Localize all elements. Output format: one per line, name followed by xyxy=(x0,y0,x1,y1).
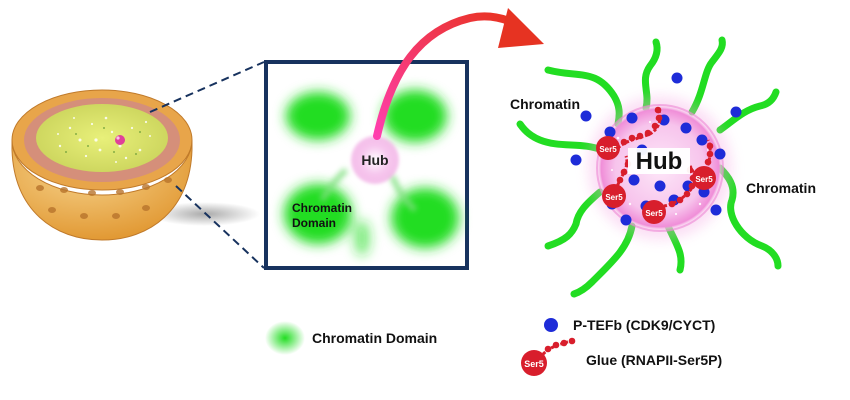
legend-chromatin-domain-label: Chromatin Domain xyxy=(312,330,438,346)
ptefb-dot xyxy=(671,72,683,84)
ptefb-dot xyxy=(730,106,742,118)
ptefb-dot xyxy=(570,154,582,166)
ptefb-dot xyxy=(654,180,666,192)
ptefb-dot xyxy=(680,122,692,134)
domain-top-right xyxy=(383,90,447,142)
ser5-label: Ser5 xyxy=(599,145,617,154)
ptefb-dot xyxy=(580,110,592,122)
zoom-line-top xyxy=(149,61,265,113)
legend-chromatin-domain-icon xyxy=(265,321,305,355)
domain-connectors xyxy=(319,167,418,213)
nucleus xyxy=(36,104,168,172)
ser5-label: Ser5 xyxy=(605,193,623,202)
ser5-label: Ser5 xyxy=(645,209,663,218)
ptefb-dot xyxy=(628,174,640,186)
zoom-lines xyxy=(149,61,265,269)
zoom-hub xyxy=(351,136,399,184)
chromatin-strand-left-lower xyxy=(544,188,604,250)
domain-bottom-left xyxy=(284,184,352,244)
zoom-panel: Hub Chromatin Domain xyxy=(264,60,469,270)
cytoplasm-vesicles xyxy=(36,177,172,219)
cell-illustration xyxy=(11,89,260,241)
chromatin-strand-right-upper xyxy=(716,88,780,134)
legend-glue-label: Glue (RNAPII-Ser5P) xyxy=(586,352,723,368)
zoom-hub-label: Hub xyxy=(361,152,388,168)
ptefb-dot xyxy=(696,134,708,146)
legend-ptefb-icon xyxy=(544,318,558,332)
hub-label-backing xyxy=(628,148,690,174)
domain-top-left xyxy=(286,92,350,140)
chromatin-label-right: Chromatin xyxy=(746,180,816,196)
zoom-domain-label: Chromatin Domain xyxy=(292,201,355,230)
hub-detail: Ser5 Ser5 Ser5 Ser5 Hub xyxy=(516,36,782,298)
glue-molecule: Ser5 xyxy=(692,139,716,190)
ptefb-dot xyxy=(626,112,638,124)
chromatin-strand-left-upper xyxy=(516,120,606,154)
nucleus-texture xyxy=(57,116,151,163)
ptefb-dot xyxy=(714,148,726,160)
legend-ptefb-label: P-TEFb (CDK9/CYCT) xyxy=(573,317,716,333)
legend-icons: Ser5 xyxy=(265,318,576,376)
chromatin-label-left: Chromatin xyxy=(510,96,580,112)
hub-label: Hub xyxy=(636,148,683,175)
zoom-line-bottom xyxy=(175,185,265,269)
chromatin-strand-right xyxy=(716,164,782,270)
legend-glue-icon: Ser5 xyxy=(521,337,576,376)
glue-molecules: Ser5 Ser5 Ser5 Ser5 xyxy=(596,106,716,224)
ptefb-dot xyxy=(604,126,616,138)
nucleus-hub-spot xyxy=(115,135,125,145)
chromatin-strand-bottom-left xyxy=(570,222,636,298)
zoom-arrow xyxy=(373,8,544,140)
arrow-shaft xyxy=(373,12,524,140)
hub-texture xyxy=(611,120,709,216)
hub-sphere-rim xyxy=(596,104,724,232)
ser5-label: Ser5 xyxy=(695,175,713,184)
chromatin-strand-top-right xyxy=(688,36,726,116)
ptefb-dot xyxy=(710,204,722,216)
legend-glue-icon-label: Ser5 xyxy=(524,359,544,369)
chromatin-strand-top-mid xyxy=(641,38,661,112)
arrow-head xyxy=(498,8,544,48)
glue-molecule: Ser5 xyxy=(596,106,663,160)
ptefb-dot xyxy=(620,214,632,226)
